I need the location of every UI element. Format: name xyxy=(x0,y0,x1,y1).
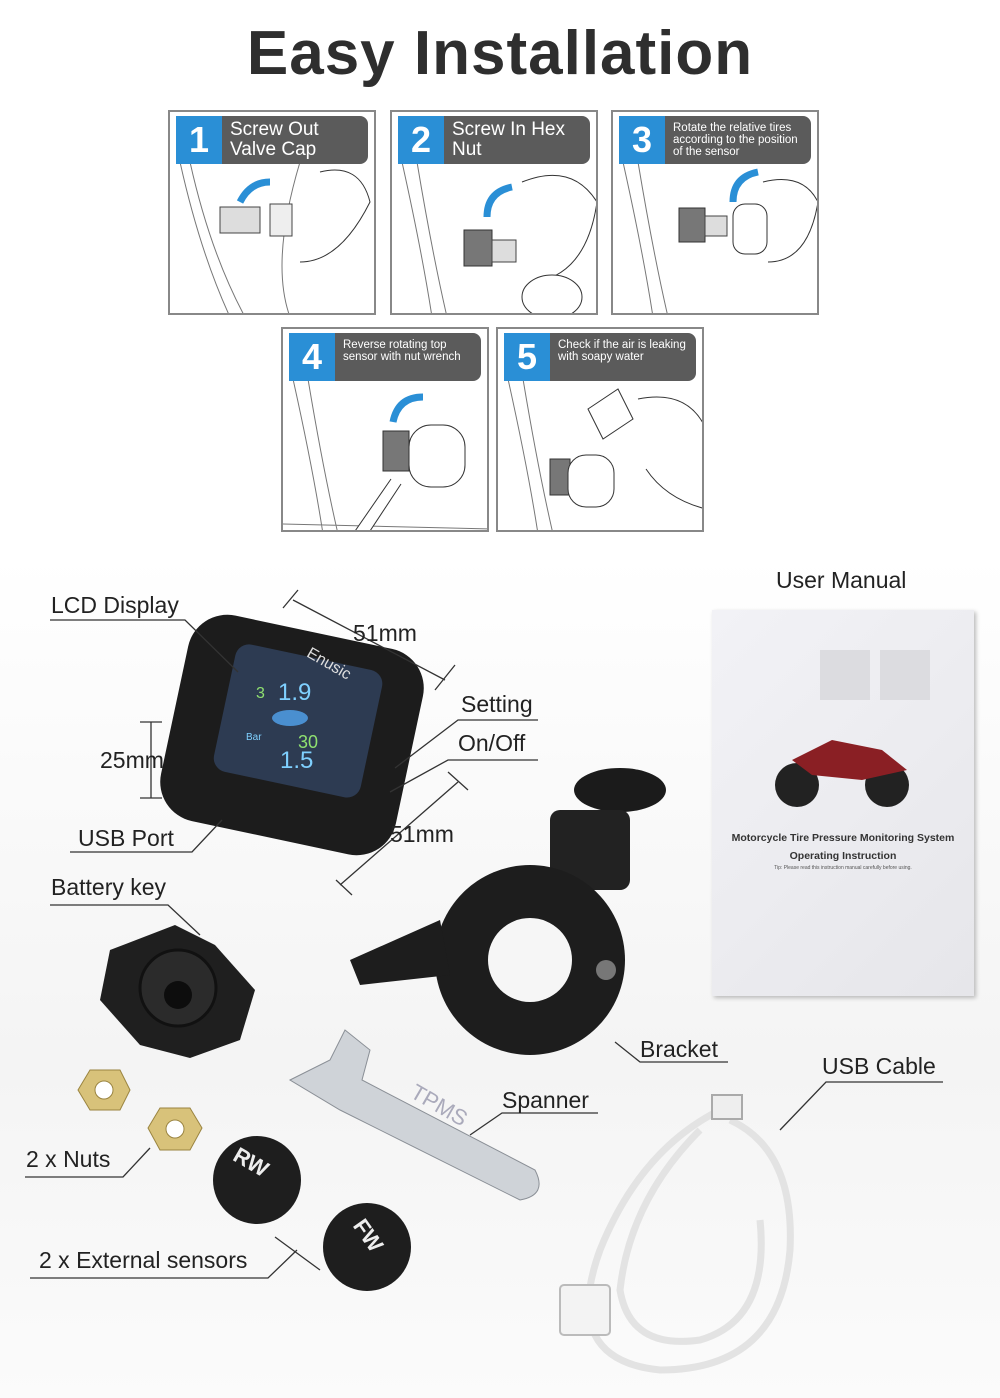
step-number: 4 xyxy=(289,333,335,381)
label-spanner: Spanner xyxy=(502,1087,589,1113)
label-setting: Setting xyxy=(461,691,533,717)
step-illustration xyxy=(179,161,371,313)
step-illustration xyxy=(622,161,817,313)
label-usb-cable: USB Cable xyxy=(822,1053,936,1079)
step-panel-5: 5 Check if the air is leaking with soapy … xyxy=(496,327,704,532)
usb-cable-image xyxy=(559,1094,794,1374)
user-manual-image: Motorcycle Tire Pressure Monitoring Syst… xyxy=(712,610,974,996)
label-height-dimension: 25mm xyxy=(100,747,164,773)
label-depth-dimension: 51mm xyxy=(390,821,454,847)
label-battery-key: Battery key xyxy=(51,874,167,900)
callout-lines xyxy=(25,589,943,1279)
step-caption: Screw In Hex Nut xyxy=(452,119,565,160)
sensor-fw-image xyxy=(323,1203,411,1291)
label-bracket: Bracket xyxy=(640,1036,718,1062)
step-caption: Check if the air is leaking with soapy w… xyxy=(558,339,686,364)
label-nuts: 2 x Nuts xyxy=(26,1146,111,1172)
step-panel-4: 4 Reverse rotating top sensor with nut wr… xyxy=(281,327,489,532)
motorcycle-image xyxy=(775,650,930,807)
step-header: 5 Check if the air is leaking with soapy … xyxy=(504,333,696,381)
step-number: 3 xyxy=(619,116,665,164)
label-on-off: On/Off xyxy=(458,730,526,756)
label-external-sensors: 2 x External sensors xyxy=(39,1247,248,1273)
lcd-reading: 30 xyxy=(298,732,318,752)
bracket-image xyxy=(350,768,666,1055)
lcd-reading: 1.5 xyxy=(280,747,313,774)
sensor-rw-image xyxy=(213,1136,301,1224)
lcd-reading: 1.9 xyxy=(278,679,311,706)
step-number: 2 xyxy=(398,116,444,164)
step-number: 1 xyxy=(176,116,222,164)
label-lcd-display: LCD Display xyxy=(51,592,179,618)
step-caption: Screw Out Valve Cap xyxy=(230,119,319,160)
label-usb-port: USB Port xyxy=(78,825,174,851)
lcd-device-image: Enusic 1.9 3 30 1.5 Bar xyxy=(160,614,424,856)
manual-tip: Tip: Please read this instruction manual… xyxy=(774,865,912,871)
step-caption: Rotate the relative tires according to t… xyxy=(673,122,798,159)
lcd-unit: Bar xyxy=(246,732,262,743)
spanner-image xyxy=(288,1029,540,1201)
manual-subtitle: Operating Instruction xyxy=(789,850,897,862)
step-illustration xyxy=(283,378,487,530)
step-number: 5 xyxy=(504,333,550,381)
manual-title: Motorcycle Tire Pressure Monitoring Syst… xyxy=(731,832,955,844)
page-title: Easy Installation xyxy=(246,19,754,88)
label-user-manual: User Manual xyxy=(776,567,907,593)
lcd-reading: 3 xyxy=(256,685,265,702)
label-width-dimension: 51mm xyxy=(353,620,417,646)
step-caption: Reverse rotating top sensor with nut wre… xyxy=(343,339,461,364)
step-illustration xyxy=(401,161,596,313)
step-illustration xyxy=(507,378,702,530)
step-header: 4 Reverse rotating top sensor with nut wr… xyxy=(289,333,481,381)
